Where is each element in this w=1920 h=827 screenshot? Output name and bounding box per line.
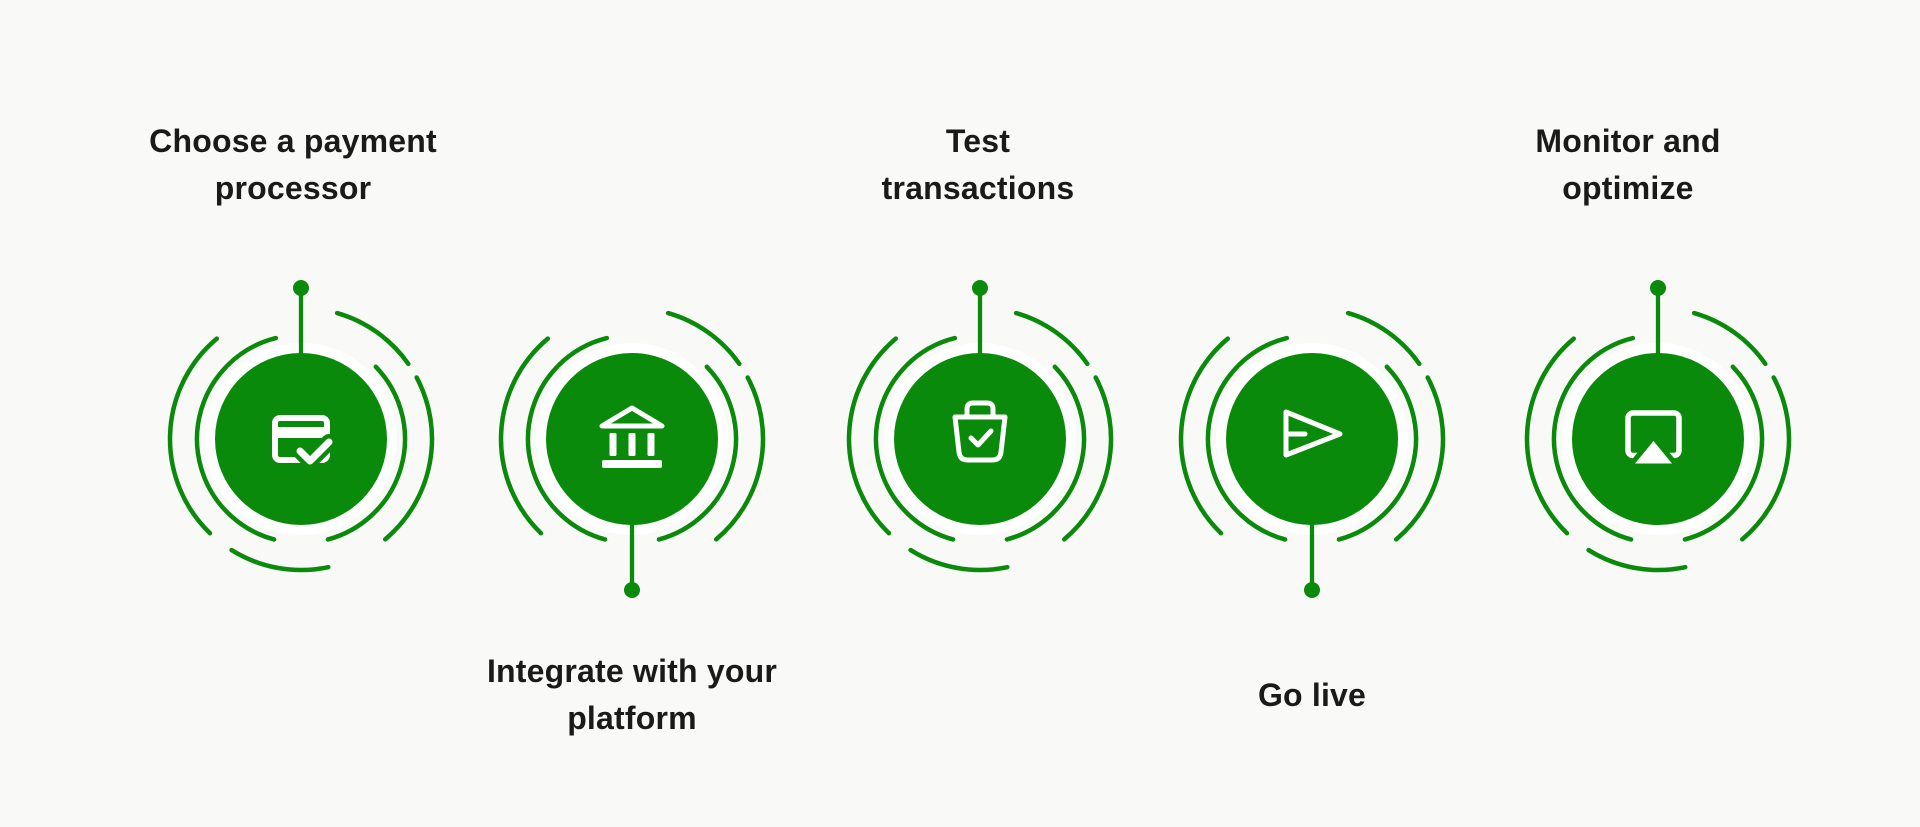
step-label-line: processor <box>214 170 372 206</box>
step-label-line: Choose a payment <box>149 123 437 159</box>
step-label-line: transactions <box>881 170 1075 206</box>
step-label-line: optimize <box>1562 170 1694 206</box>
step-node-monitor-optimize <box>1488 249 1828 629</box>
step-label-line: Monitor and <box>1535 123 1721 159</box>
step-node-test-transactions <box>810 249 1150 629</box>
node-circle <box>215 353 387 525</box>
step-node-choose-processor <box>131 249 471 629</box>
step-label-line: Integrate with your <box>486 653 778 689</box>
step-label-line: Go live <box>1257 676 1367 713</box>
step-node-integrate-platform <box>462 249 802 629</box>
step-node-go-live <box>1142 249 1482 629</box>
node-circle <box>1226 353 1398 525</box>
step-label-test-transactions: Test transactions <box>748 118 1208 212</box>
step-label-line: Test <box>945 123 1011 159</box>
step-label-go-live: Go live <box>1082 648 1542 742</box>
step-label-choose-processor: Choose a payment processor <box>63 118 523 212</box>
step-label-monitor-optimize: Monitor and optimize <box>1398 118 1858 212</box>
step-label-line: platform <box>567 700 697 736</box>
step-label-integrate-platform: Integrate with your platform <box>402 648 862 742</box>
node-circle <box>894 353 1066 525</box>
